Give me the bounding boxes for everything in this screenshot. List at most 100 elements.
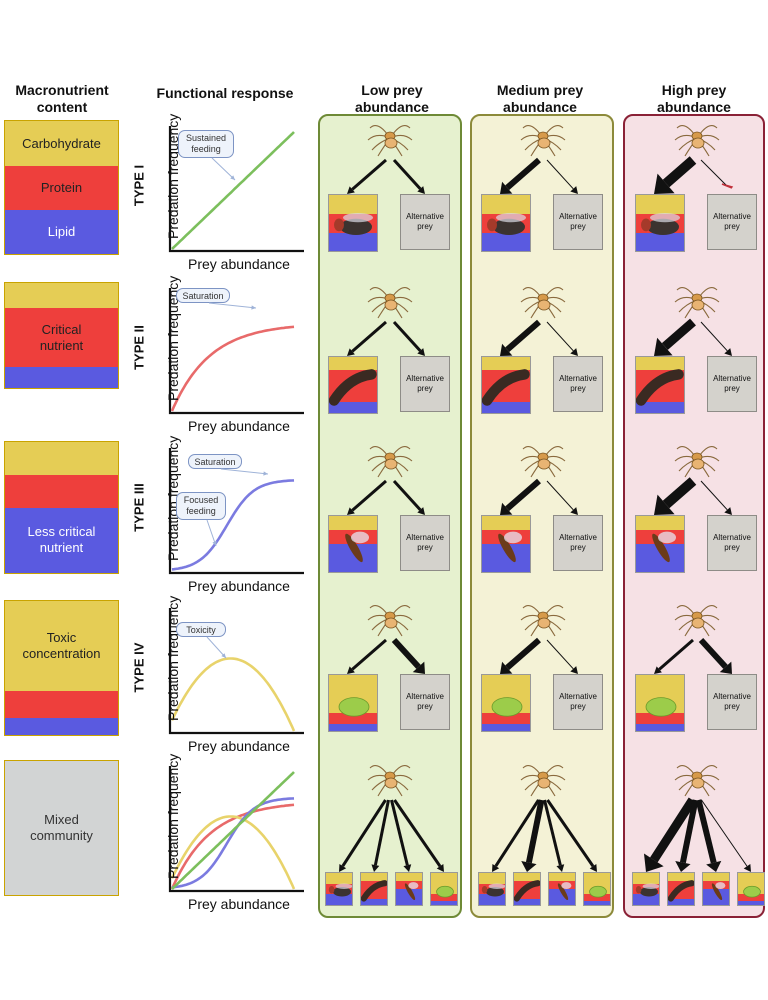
callout: Focused feeding (176, 492, 226, 520)
spider-icon (674, 125, 720, 157)
prey-macro-band (482, 723, 530, 731)
prey-box (632, 872, 660, 906)
curve-type4 (170, 815, 296, 890)
prey-macro-band (738, 894, 764, 901)
prey-box (328, 356, 378, 414)
predation-arrow (392, 479, 425, 515)
prey-box (548, 872, 576, 906)
macro-segment-protein: Protein (5, 166, 118, 211)
fly-icon (328, 883, 352, 897)
beetle-larva-icon (636, 369, 684, 406)
predation-arrow (543, 799, 565, 872)
curve-type3 (171, 797, 295, 889)
predation-arrow (492, 799, 540, 872)
predation-arrow (500, 157, 541, 194)
prey-macro-band (479, 873, 505, 884)
beetle-larva-icon (329, 369, 377, 406)
prey-macro-band (514, 898, 540, 905)
predation-arrow (500, 478, 541, 515)
curve-type2 (170, 803, 295, 890)
macro-segment-carbohydrate: Carbohydrate (5, 121, 118, 167)
spider-icon (674, 765, 720, 797)
alternative-prey-box: Alternative prey (707, 674, 757, 730)
prey-box (513, 872, 541, 906)
prey-box (328, 674, 378, 732)
predation-arrow (393, 799, 444, 872)
prey-macro-band (329, 357, 377, 371)
functional-response-plot (168, 448, 304, 575)
macro-box: Mixed community (4, 760, 119, 896)
macro-segment-carbohydrate (5, 283, 118, 309)
prey-box (635, 674, 685, 732)
prey-macro-band (396, 873, 422, 881)
prey-macro-band (329, 195, 377, 215)
predation-arrow (347, 158, 387, 194)
prey-macro-band (482, 232, 530, 251)
alternative-prey-box: Alternative prey (553, 674, 603, 730)
wasp-icon (498, 531, 522, 563)
spider-icon (520, 765, 566, 797)
prey-box (481, 515, 531, 573)
functional-response-plot (168, 766, 304, 893)
wasp-icon (345, 531, 369, 563)
prey-box (737, 872, 765, 906)
predation-arrow (654, 638, 694, 674)
prey-macro-band (549, 889, 575, 905)
prey-box (635, 515, 685, 573)
prey-box (481, 356, 531, 414)
spider-icon (674, 446, 720, 478)
predation-arrow (698, 637, 732, 674)
prey-macro-band (633, 873, 659, 884)
prey-macro-band (482, 516, 530, 530)
aphid-icon (645, 697, 677, 717)
x-axis-label: Prey abundance (188, 738, 290, 754)
aphid-icon (491, 697, 523, 717)
functional-response-plot (168, 126, 304, 253)
prey-macro-band (482, 712, 530, 724)
prey-macro-band (514, 873, 540, 881)
prey-macro-band (636, 723, 684, 731)
spider-icon (520, 446, 566, 478)
prey-macro-band (636, 232, 684, 251)
prey-macro-band (361, 873, 387, 881)
x-axis-label: Prey abundance (188, 896, 290, 912)
macro-segment-lipid (5, 717, 118, 735)
prey-box (667, 872, 695, 906)
plot-axes (168, 766, 304, 893)
curve-type2 (170, 325, 295, 412)
prey-box (430, 872, 458, 906)
wasp-icon (557, 882, 572, 901)
prey-macro-band (668, 873, 694, 881)
predation-arrow (392, 320, 425, 356)
prey-macro-band (329, 232, 377, 251)
predation-arrow (546, 480, 578, 515)
macro-segment-carbohydrate (5, 442, 118, 475)
curve-type1 (171, 771, 295, 890)
alternative-prey-box: Alternative prey (707, 356, 757, 412)
predation-arrow (347, 320, 387, 356)
macro-segment-carbohydrate: Toxic concentration (5, 601, 118, 691)
predation-arrow (339, 799, 387, 872)
spider-icon (367, 446, 413, 478)
curve-type3 (171, 479, 295, 571)
spider-icon (367, 605, 413, 637)
fly-icon (334, 212, 373, 236)
prey-macro-band (482, 195, 530, 215)
spider-icon (367, 765, 413, 797)
macro-segment-lipid: Less critical nutrient (5, 507, 118, 573)
prey-macro-band (326, 873, 352, 884)
prey-macro-band (584, 894, 610, 901)
curve-type1 (171, 131, 295, 250)
x-axis-label: Prey abundance (188, 578, 290, 594)
callout: Sustained feeding (178, 130, 234, 158)
prey-box (481, 194, 531, 252)
prey-macro-band (636, 712, 684, 724)
predation-arrow (546, 159, 578, 194)
alternative-prey-box: Alternative prey (400, 674, 450, 730)
predation-arrow (546, 639, 578, 674)
beetle-larva-icon (668, 880, 694, 902)
prey-box (481, 674, 531, 732)
callout: Saturation (176, 288, 230, 303)
alternative-prey-box: Alternative prey (400, 356, 450, 412)
